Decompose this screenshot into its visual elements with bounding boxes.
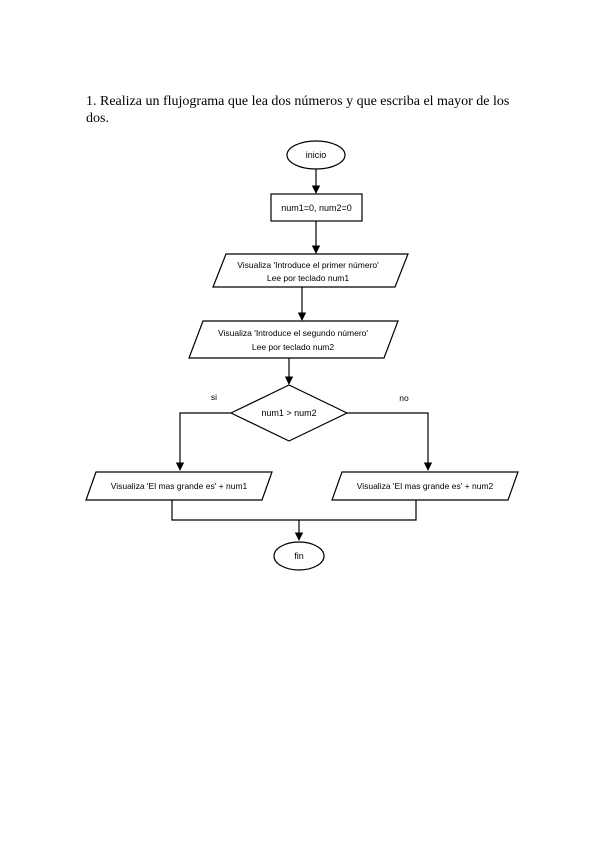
input1-parallelogram: [212, 253, 409, 288]
connector-merge: [171, 500, 417, 521]
decision-label: num1 > num2: [261, 408, 316, 418]
input2-line1: Visualiza 'Introduce el segundo número': [218, 328, 368, 338]
init-process-box: [270, 193, 363, 222]
output-no-label: Visualiza 'El mas grande es' + num2: [357, 481, 494, 491]
connector-no-branch: [347, 412, 433, 471]
no-branch-label: no: [399, 393, 409, 403]
output-yes-label: Visualiza 'El mas grande es' + num1: [111, 481, 248, 491]
init-label: num1=0, num2=0: [281, 203, 352, 213]
question-text: 1. Realiza un flujograma que lea dos núm…: [86, 94, 510, 126]
output-yes-parallelogram: [85, 471, 273, 501]
input2-parallelogram: [188, 320, 399, 359]
end-label: fin: [294, 551, 304, 561]
output-no-parallelogram: [331, 471, 519, 501]
input1-line1: Visualiza 'Introduce el primer número': [237, 260, 379, 270]
yes-branch-label: si: [211, 392, 217, 402]
input2-line2: Lee por teclado num2: [252, 342, 334, 352]
connector-yes-branch: [175, 412, 231, 471]
end-terminal: [273, 541, 325, 571]
input1-line2: Lee por teclado num1: [267, 273, 349, 283]
start-label: inicio: [306, 150, 327, 160]
decision-diamond: [229, 384, 349, 442]
